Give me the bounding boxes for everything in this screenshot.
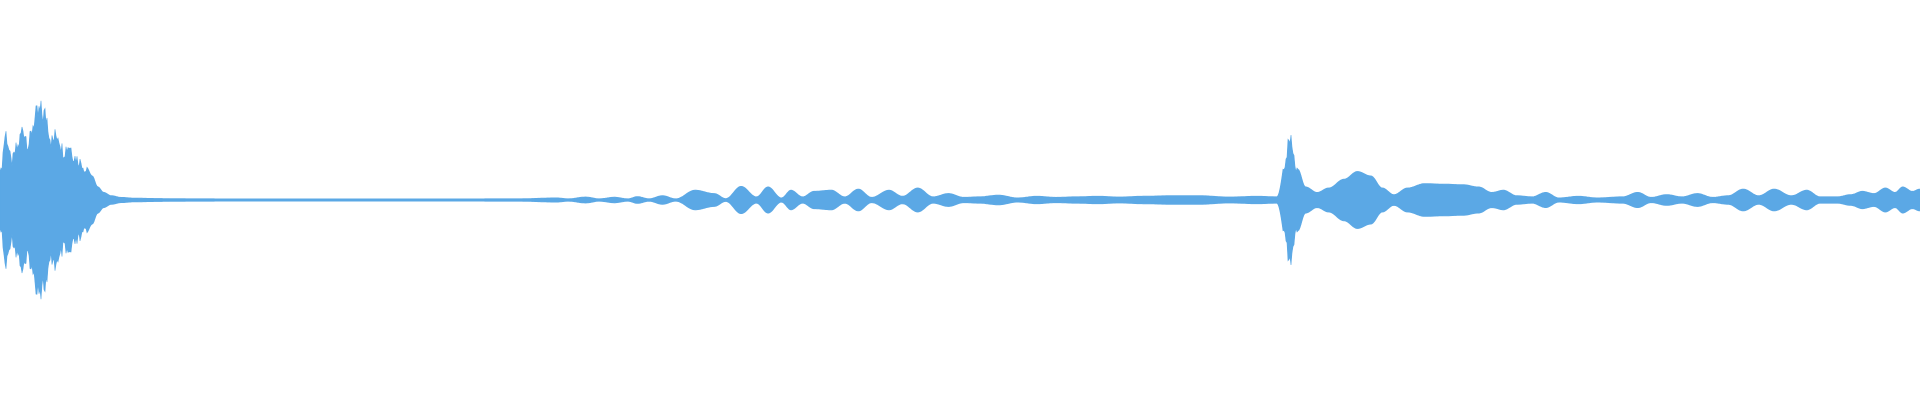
waveform-envelope bbox=[0, 100, 1920, 300]
